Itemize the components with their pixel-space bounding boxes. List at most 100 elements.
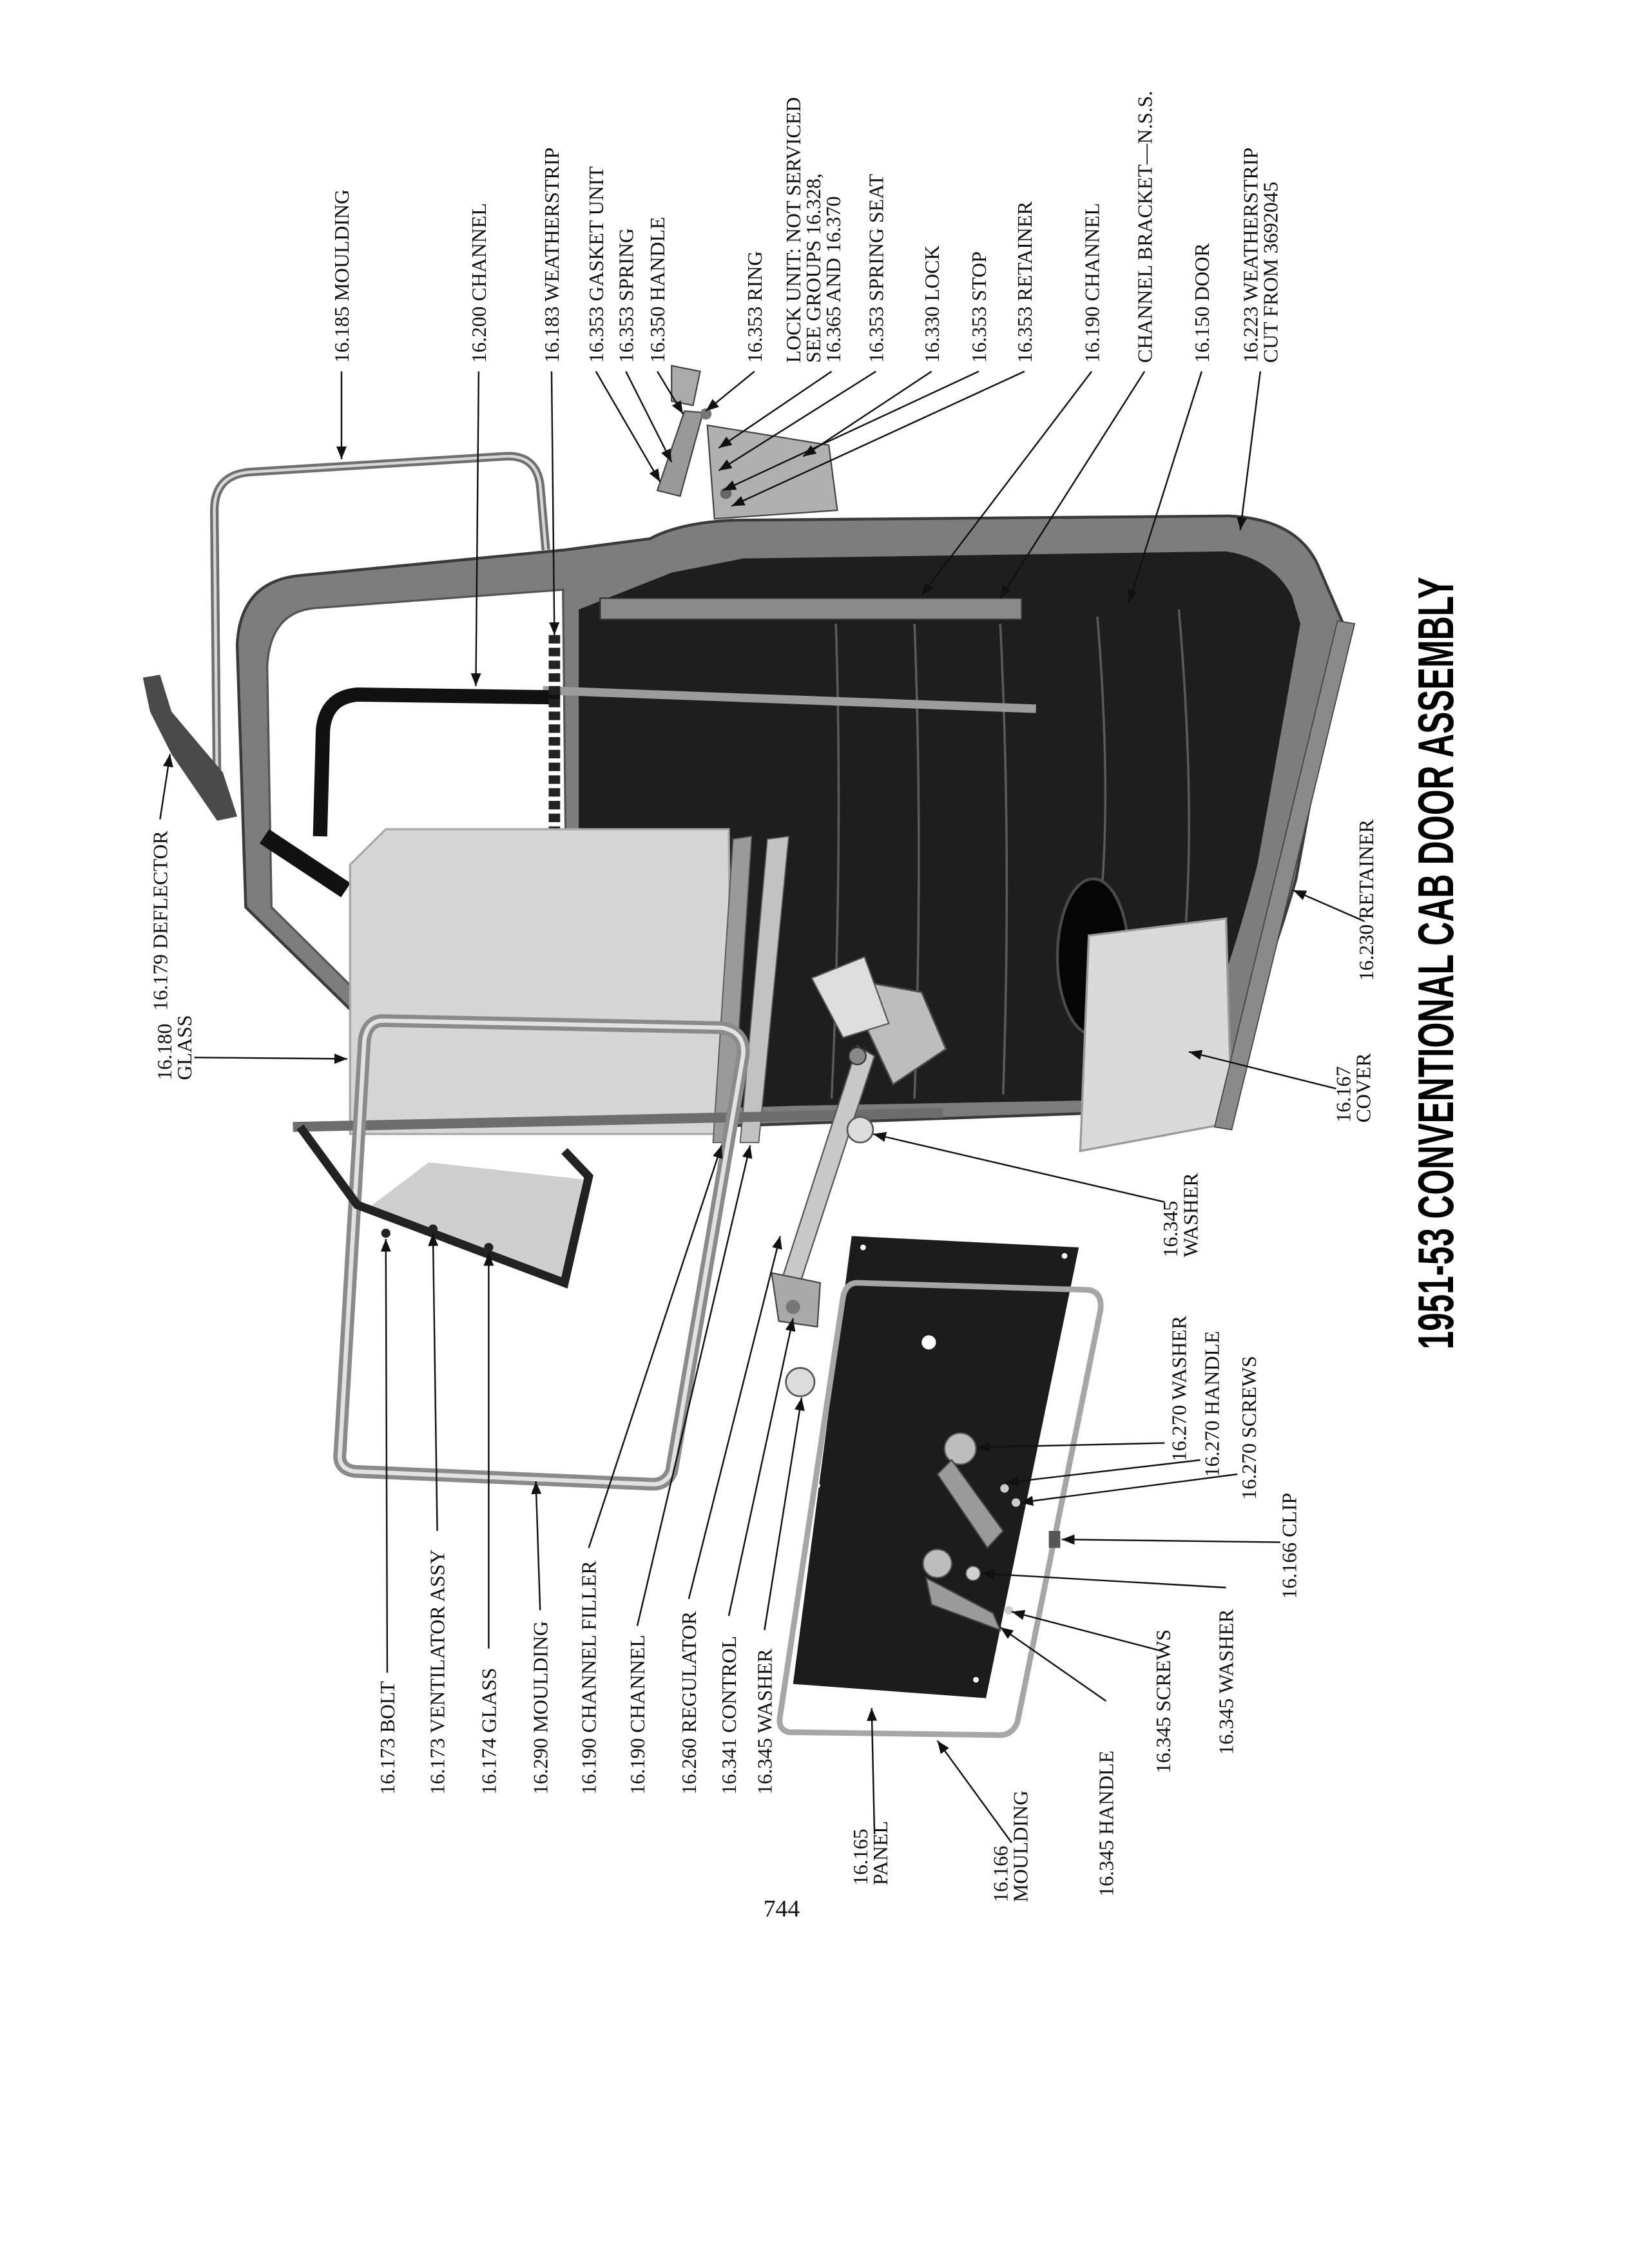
callout-16-353-stop: 16.353 STOP [967,251,990,363]
callout-16-173-bolt: 16.173 BOLT [376,1681,399,1794]
control-part [786,1300,800,1314]
leader-line [159,754,173,820]
callout-16-345-screws: 16.345 SCREWS [1152,1629,1175,1773]
callout-16-290-moulding: 16.290 MOULDING [528,1621,552,1794]
callout-16-353-spring: 16.353 SPRING [614,228,637,363]
leader-line [764,1398,805,1631]
leader-line [999,1626,1107,1702]
run-channel-bar [543,686,1036,713]
right-callouts: 16.166 CLIP 16.270 SCREWS 16.270 HANDLE … [1159,819,1378,1599]
regulator-pivot [848,1046,867,1066]
callout-16-173-ventilator-assy: 16.173 VENTILATOR ASSY [426,1550,449,1795]
callout-16-353-gasket-unit: 16.353 GASKET UNIT [584,166,608,363]
callout-lock-unit-line-2: SEE GROUPS 16.328, [802,173,825,363]
callout-16-270-washer: 16.270 WASHER [1167,1315,1190,1461]
leader-line [872,1131,1165,1203]
window-handle-part [936,1459,1005,1550]
callout-16-200-channel: 16.200 CHANNEL [467,203,490,363]
leader-line [728,1318,796,1617]
window-handle-washer [943,1432,977,1465]
leader-line [636,1145,753,1626]
outside-handle-part [656,410,704,497]
callout-16-180-glass-line-1: 16.180 [153,1024,176,1081]
panel-hole [1061,1253,1068,1259]
panel-hole [973,1677,979,1683]
leader-line [1237,371,1262,530]
callout-16-345-handle: 16.345 HANDLE [1094,1751,1117,1897]
leader-line [1128,371,1203,603]
callout-16-167-cover-line-2: COVER [1351,1053,1374,1123]
lock-cylinder-part [671,365,701,407]
washer-part [785,1367,816,1398]
door-handle-washer [922,1548,952,1579]
cover-part [1079,917,1233,1153]
callout-16-341-control: 16.341 CONTROL [717,1636,740,1794]
leader-line [731,370,1025,507]
callout-lock-unit-line-3: 16.365 AND 16.370 [822,197,845,363]
callout-16-330-lock: 16.330 LOCK [920,245,943,363]
leader-line [1061,1534,1280,1545]
leader-line [531,1481,542,1611]
leader-line [1005,1459,1200,1486]
diagram-title: 1951-53 CONVENTIONAL CAB DOOR ASSEMBLY [1409,577,1464,1349]
callout-16-353-ring: 16.353 RING [743,251,766,363]
leader-lines [159,370,1365,1843]
door-ribs [830,609,1190,1099]
panel-moulding-part [776,1280,1104,1738]
lock-plate-part [706,424,838,520]
ventilator-moulding-highlight [337,1018,746,1486]
leader-line [549,371,560,635]
deflector-part [142,675,238,821]
washer-part [965,1566,981,1581]
leader-line [625,370,673,463]
callout-16-174-glass: 16.174 GLASS [477,1668,500,1795]
callout-16-167-cover-line-1: 16.167 [1331,1066,1354,1123]
division-bar-part [259,829,351,898]
callout-16-345-washer-lower: 16.345 WASHER [753,1648,776,1794]
callout-16-166-clip: 16.166 CLIP [1277,1493,1300,1599]
callout-16-179-deflector: 16.179 DEFLECTOR [148,831,171,1011]
door-rib [830,623,840,1099]
callout-16-345-washer-mid-line-2: WASHER [1179,1173,1202,1258]
callout-lock-unit-line-1: LOCK UNIT: NOT SERVICED [782,97,805,363]
bolt-part [381,1228,390,1238]
vent-glass-part [369,1162,583,1279]
trim-panel-part [793,1236,1079,1698]
callout-channel-bracket: CHANNEL BRACKET—N.S.S. [1133,91,1156,363]
callout-16-260-regulator: 16.260 REGULATOR [677,1611,700,1794]
leader-line [194,1053,347,1064]
callout-16-223-weatherstrip-line-2: CUT FROM 3692045 [1258,182,1282,363]
panel-hole [921,1335,936,1350]
bolt-part [484,1242,494,1253]
screw-part [1011,1498,1021,1507]
bottom-callouts: 16.173 BOLT 16.173 VENTILATOR ASSY 16.17… [376,1550,1238,1903]
screw-part [1000,1484,1009,1493]
callout-16-190-channel-filler: 16.190 CHANNEL FILLER [577,1561,601,1795]
lock-ring-part [700,408,712,420]
left-callouts: 16.179 DEFLECTOR 16.180 GLASS [148,831,196,1081]
callout-16-270-handle: 16.270 HANDLE [1200,1331,1223,1477]
regulator-base-plate [771,1272,822,1328]
leader-line [1188,1050,1336,1090]
leader-line [921,370,1093,596]
callout-16-270-screws: 16.270 SCREWS [1237,1356,1260,1499]
callout-16-166-moulding-line-2: MOULDING [1008,1791,1032,1903]
callout-16-345-washer-mid-line-1: 16.345 [1159,1201,1182,1258]
leader-line [1293,889,1365,923]
diagram-canvas: 16.185 MOULDING 16.200 CHANNEL 16.183 WE… [142,91,1464,1922]
leader-line [688,1236,782,1599]
callout-16-350-handle: 16.350 HANDLE [646,216,669,363]
leader-line [1020,1473,1238,1506]
leader-line [657,370,684,415]
bolt-part [428,1224,438,1234]
leader-line [1011,1610,1164,1653]
washer-part [846,1116,874,1144]
leader-line [595,370,661,483]
callout-16-345-washer-handle: 16.345 WASHER [1215,1609,1238,1755]
upper-moulding-highlight [213,454,548,802]
retainer-part [1213,620,1356,1131]
leader-line [705,370,755,412]
top-callouts: 16.185 MOULDING 16.200 CHANNEL 16.183 WE… [330,91,1282,363]
callout-16-166-moulding-line-1: 16.166 [988,1846,1012,1903]
